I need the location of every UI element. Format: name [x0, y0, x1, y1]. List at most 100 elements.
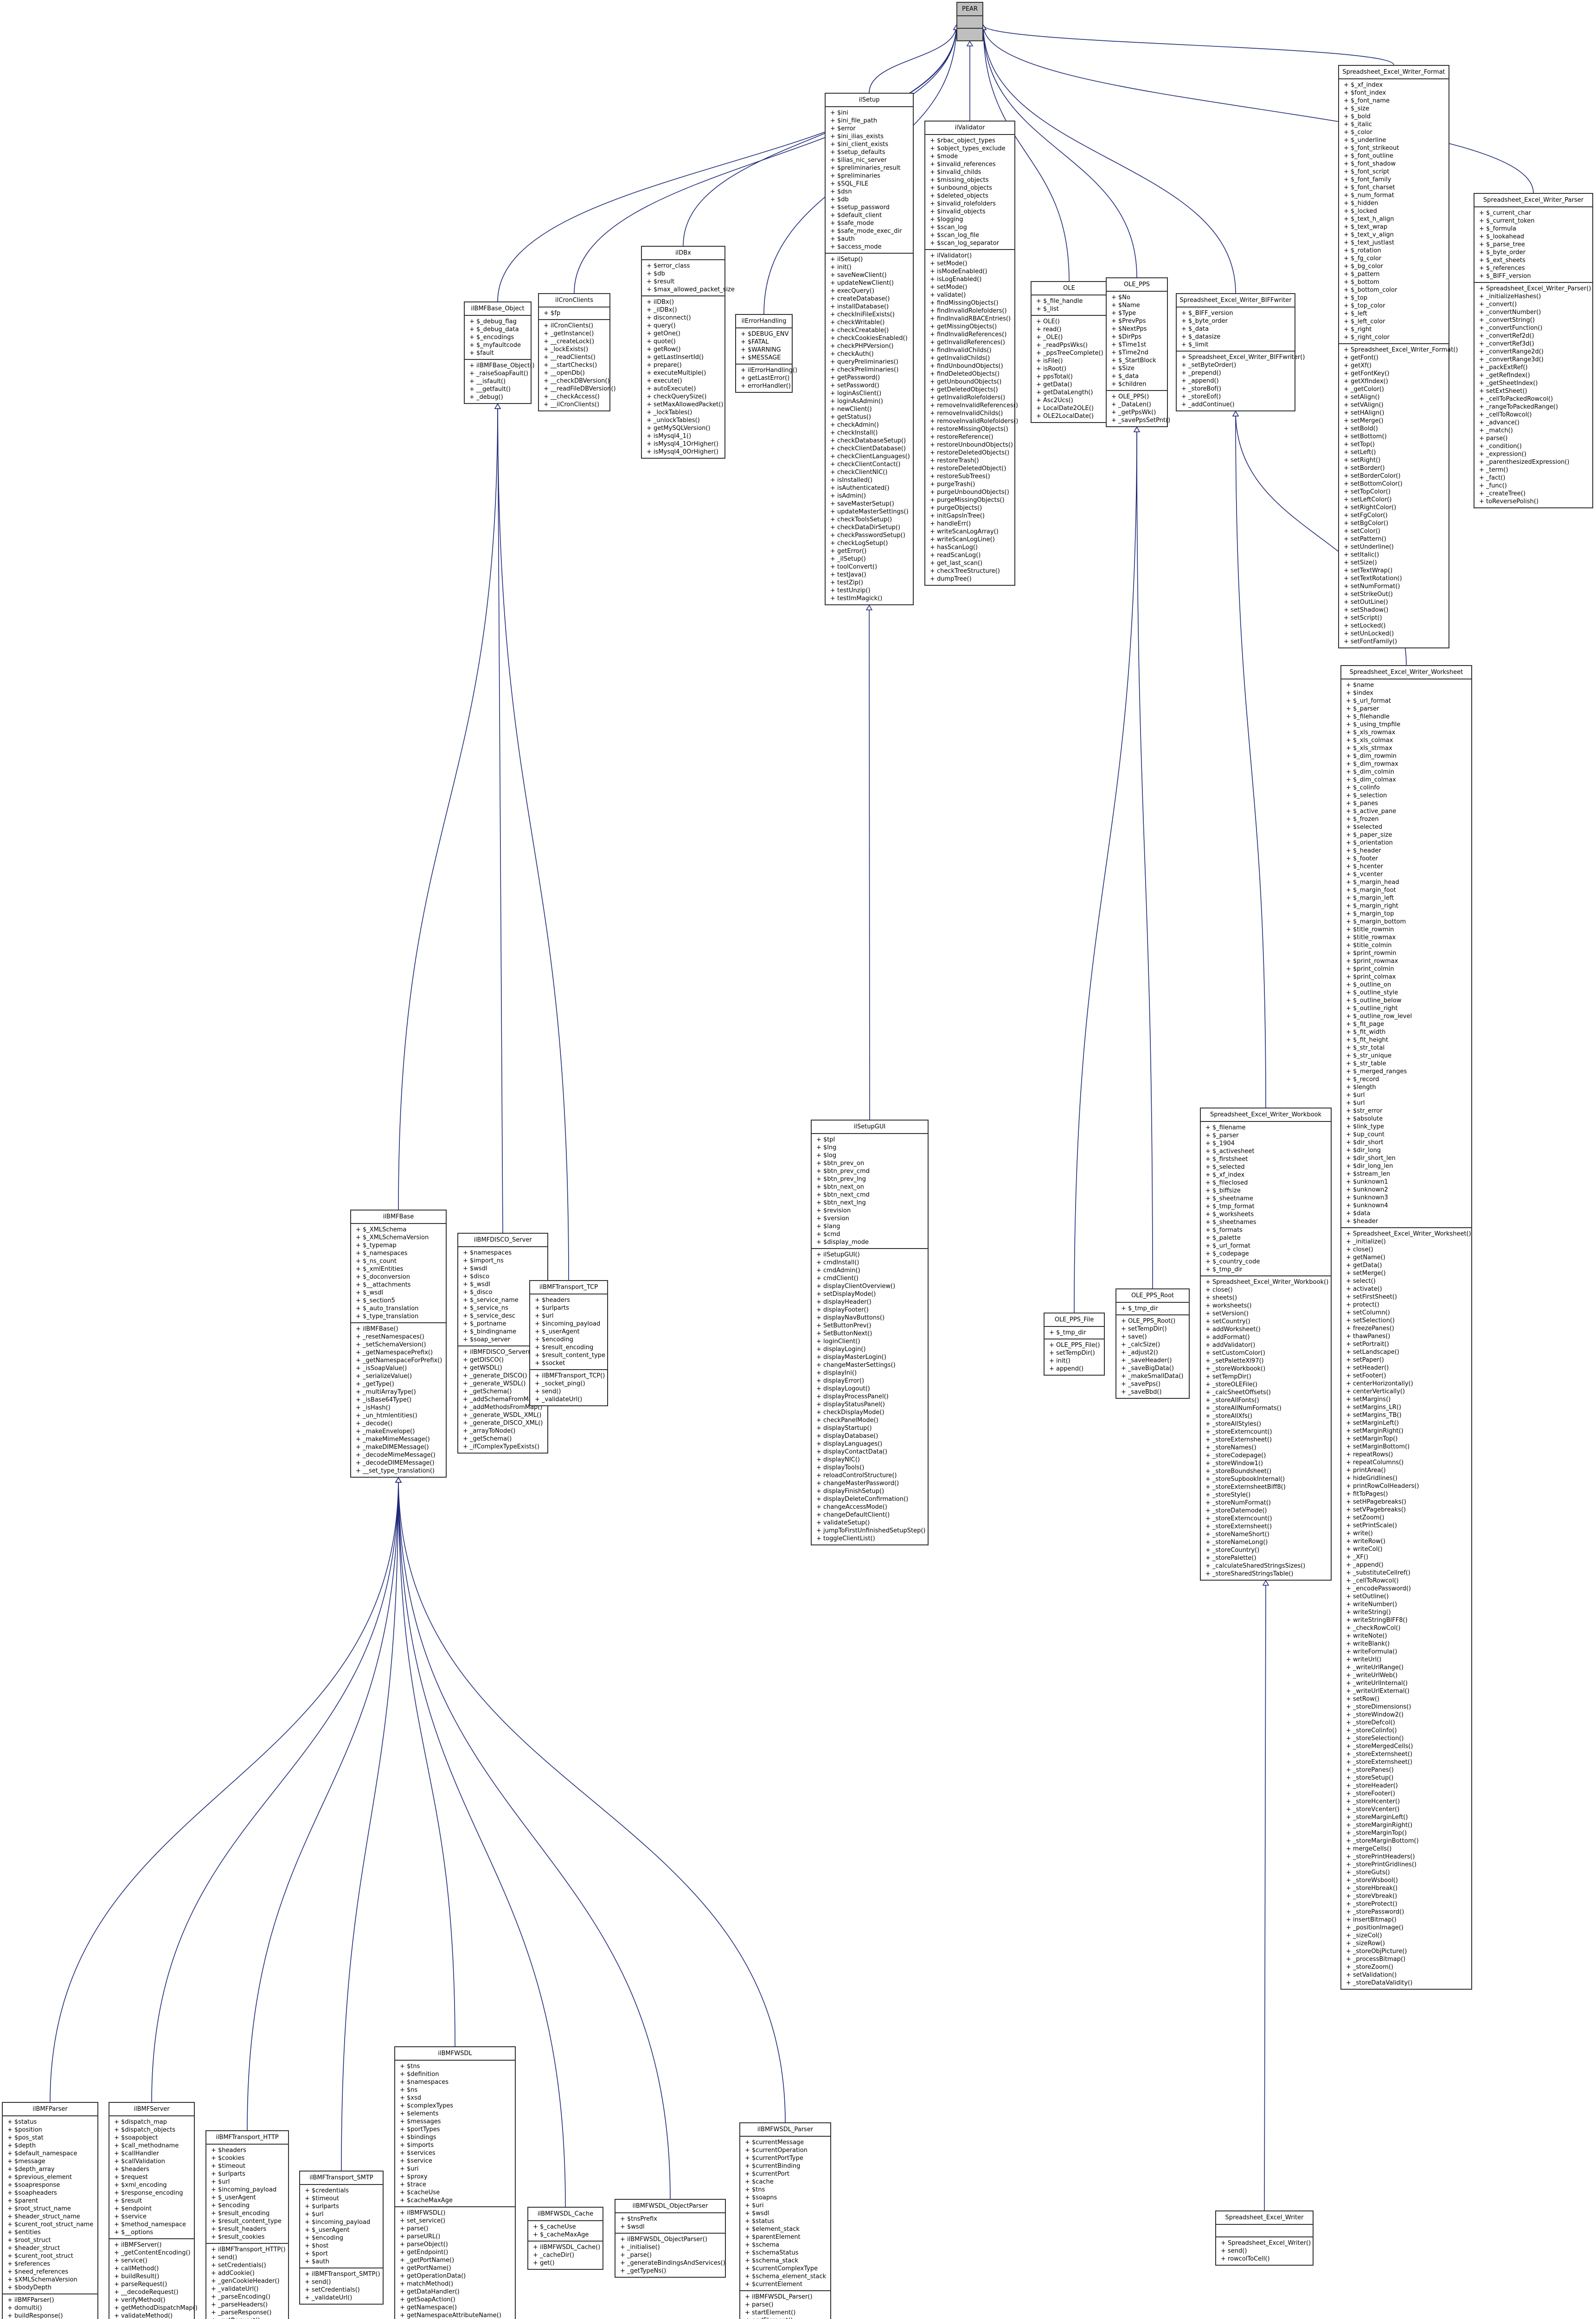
class-box-ildbx[interactable]: ilDBx + $error_class+ $db+ $result+ $max…: [641, 246, 735, 459]
attribute: + $_cacheMaxAge: [533, 2231, 589, 2238]
operation: + isMysql4_1OrHigher(): [647, 441, 718, 448]
class-box-spreadsheet-excel-writer-workbook[interactable]: Spreadsheet_Excel_Writer_Workbook + $_fi…: [1200, 1108, 1332, 1581]
attribute: + $bodyDepth: [7, 2284, 52, 2291]
class-box-ilsetup[interactable]: ilSetup + $ini+ $ini_file_path+ $error+ …: [825, 93, 914, 605]
operation: + _storeHbreak(): [1346, 1885, 1398, 1892]
attribute: + $dir_short_len: [1346, 1155, 1396, 1162]
class-box-spreadsheet-excel-writer-worksheet[interactable]: Spreadsheet_Excel_Writer_Worksheet + $na…: [1340, 665, 1472, 1990]
class-box-ilbmfwsdl-cache[interactable]: ilBMFWSDL_Cache + $_cacheUse+ $_cacheMax…: [527, 2207, 603, 2270]
class-box-ilbmfwsdl-parser[interactable]: ilBMFWSDL_Parser + $currentMessage+ $cur…: [739, 2122, 831, 2319]
operation: + cmdClient(): [816, 1275, 859, 1282]
class-box-ilvalidator[interactable]: ilValidator + $rbac_object_types+ $objec…: [924, 121, 1018, 586]
operation: + _storeEof(): [1181, 393, 1221, 400]
operation: + _parseResponse(): [211, 2309, 272, 2316]
class-box-ilbmfbase[interactable]: ilBMFBase + $_XMLSchema+ $_XMLSchemaVers…: [350, 1210, 447, 1478]
operation: + _arrayToNode(): [463, 1428, 516, 1435]
operation: + displayProcessPanel(): [816, 1393, 889, 1400]
operation: + worksheets(): [1205, 1302, 1252, 1309]
class-name: ilBMFWSDL: [395, 2047, 515, 2061]
class-box-ole[interactable]: OLE + $_file_handle+ $_list + OLE()+ rea…: [1031, 281, 1108, 423]
attribute: + $btn_prev_on: [816, 1160, 865, 1167]
class-name: OLE_PPS_File: [1045, 1313, 1104, 1327]
class-operations: + Spreadsheet_Excel_Writer()+ send()+ ro…: [1216, 2237, 1313, 2265]
class-box-ilcronclients[interactable]: ilCronClients + $fp + ilCronClients()+ _…: [538, 293, 616, 411]
operation: + getData(): [1346, 1262, 1382, 1269]
class-box-ilbmfwsdl-objectparser[interactable]: ilBMFWSDL_ObjectParser + $tnsPrefix+ $ws…: [615, 2199, 726, 2278]
class-box-ilbmftransport-tcp[interactable]: ilBMFTransport_TCP + $headers+ $urlparts…: [529, 1280, 608, 1406]
operation: + setFirstSheet(): [1346, 1294, 1397, 1300]
operation: + displayLogout(): [816, 1385, 870, 1392]
class-box-spreadsheet-excel-writer-format[interactable]: Spreadsheet_Excel_Writer_Format + $_xf_i…: [1338, 65, 1458, 648]
operation: + _storeExterncount(): [1205, 1429, 1272, 1435]
attribute: + $_BIFF_version: [1479, 273, 1531, 280]
class-name: ilSetup: [826, 94, 913, 107]
operation: + _ppsTreeComplete(): [1036, 350, 1103, 357]
operation: + _parse(): [620, 2252, 652, 2259]
class-box-ole-pps-root[interactable]: OLE_PPS_Root + $_tmp_dir + OLE_PPS_Root(…: [1115, 1288, 1190, 1399]
class-box-spreadsheet-excel-writer-parser[interactable]: Spreadsheet_Excel_Writer_Parser + $_curr…: [1474, 193, 1593, 508]
class-box-ilbmftransport-http[interactable]: ilBMFTransport_HTTP + $headers+ $cookies…: [205, 2130, 289, 2319]
attribute: + $_top: [1344, 295, 1368, 301]
operation: + displayFinishSetup(): [816, 1488, 885, 1495]
operation: + restoreDeletedObjects(): [930, 449, 1010, 456]
class-operations: + Spreadsheet_Excel_Writer_BIFFwriter()+…: [1177, 352, 1305, 410]
class-box-ilbmfbase-object[interactable]: ilBMFBase_Object + $_debug_flag+ $_debug…: [464, 301, 535, 404]
operation: + _addSchemaFromMap(): [463, 1396, 541, 1403]
attribute: + $call_methodname: [114, 2142, 179, 2149]
operation: + writeString(): [1346, 1609, 1391, 1616]
attribute: + $_list: [1036, 306, 1059, 313]
operation: + displayDeleteConfirmation(): [816, 1496, 909, 1503]
attribute: + $previous_element: [7, 2174, 72, 2181]
attribute: + $service: [400, 2158, 432, 2165]
class-name: ilBMFServer: [109, 2103, 194, 2116]
operation: + writeScanLogLine(): [930, 536, 995, 543]
class-box-ilbmfparser[interactable]: ilBMFParser + $status+ $position+ $pos_s…: [2, 2102, 98, 2319]
operation: + _storeDataValidity(): [1346, 1979, 1413, 1986]
operation: + isRoot(): [1036, 365, 1067, 372]
operation: + _storeVbreak(): [1346, 1893, 1397, 1900]
operation: + removeInvalidReferences(): [930, 402, 1018, 409]
operation: + _OLE(): [1036, 334, 1063, 341]
operation: + getFontKey(): [1344, 370, 1390, 377]
attribute: + $_fileclosed: [1205, 1179, 1248, 1186]
class-box-ilsetupgui[interactable]: ilSetupGUI + $tpl+ $lng+ $log+ $btn_prev…: [811, 1120, 929, 1545]
class-box-spreadsheet-excel-writer[interactable]: Spreadsheet_Excel_Writer + Spreadsheet_E…: [1215, 2210, 1314, 2266]
operation: + _advance(): [1479, 419, 1519, 426]
attribute: + $wsdl: [463, 1265, 487, 1272]
operation: + _decode(): [356, 1420, 393, 1427]
class-box-ilbmfwsdl[interactable]: ilBMFWSDL + $tns+ $definition+ $namespac…: [394, 2046, 516, 2319]
attribute: + $_orientation: [1346, 839, 1393, 846]
operation: + getStatus(): [830, 414, 871, 421]
class-box-ilerrorhandling[interactable]: ilErrorHandling + $DEBUG_ENV+ $FATAL+ $W…: [735, 314, 797, 393]
operation: + prepare(): [647, 362, 682, 369]
class-box-pear[interactable]: PEAR: [956, 2, 983, 41]
operation: + checkWritable(): [830, 319, 885, 326]
operation: + send(): [305, 2279, 331, 2286]
attribute: + $_ext_sheets: [1479, 257, 1525, 264]
operation: + checkClientNIC(): [830, 469, 888, 476]
attribute: + $_StartBlock: [1111, 357, 1156, 364]
operation: + displayMasterLogin(): [816, 1354, 886, 1361]
attribute: + $db: [647, 270, 665, 277]
operation: + _generateBindingsAndServices(): [620, 2260, 725, 2267]
class-attributes: + $name+ $index+ $_url_format+ $_parser+…: [1341, 679, 1471, 1228]
class-operations: + OLE()+ read()+ _OLE()+ _readPpsWks()+ …: [1032, 316, 1107, 422]
class-box-ilbmftransport-smtp[interactable]: ilBMFTransport_SMTP + $credentials+ $tim…: [299, 2171, 384, 2305]
class-box-ilbmfdisco-server[interactable]: ilBMFDISCO_Server + $namespaces+ $import…: [457, 1233, 548, 1454]
attribute: + $fault: [469, 350, 494, 357]
attribute: + $_current_token: [1479, 218, 1535, 224]
attribute: + $revision: [816, 1207, 851, 1214]
operation: + setMargins_TB(): [1346, 1412, 1402, 1419]
class-box-ole-pps-file[interactable]: OLE_PPS_File + $_tmp_dir + OLE_PPS_File(…: [1044, 1313, 1105, 1376]
class-box-ilbmfserver[interactable]: ilBMFServer + $dispatch_map+ $dispatch_o…: [109, 2102, 198, 2319]
attribute: + $Time1st: [1111, 341, 1147, 348]
operation: + setItalic(): [1344, 551, 1379, 558]
operation: + isLogEnabled(): [930, 276, 982, 283]
attribute: + $tnsPrefix: [620, 2216, 657, 2223]
operation: + getOperationData(): [400, 2273, 466, 2280]
class-box-ole-pps[interactable]: OLE_PPS + $No+ $Name+ $Type+ $PrevPps+ $…: [1106, 277, 1170, 427]
class-box-spreadsheet-excel-writer-biffwriter[interactable]: Spreadsheet_Excel_Writer_BIFFwriter + $_…: [1176, 293, 1305, 411]
operation: + _makeSmallData(): [1121, 1373, 1184, 1380]
operation: + _readPpsWks(): [1036, 342, 1088, 349]
operation: + toolConvert(): [830, 564, 878, 570]
